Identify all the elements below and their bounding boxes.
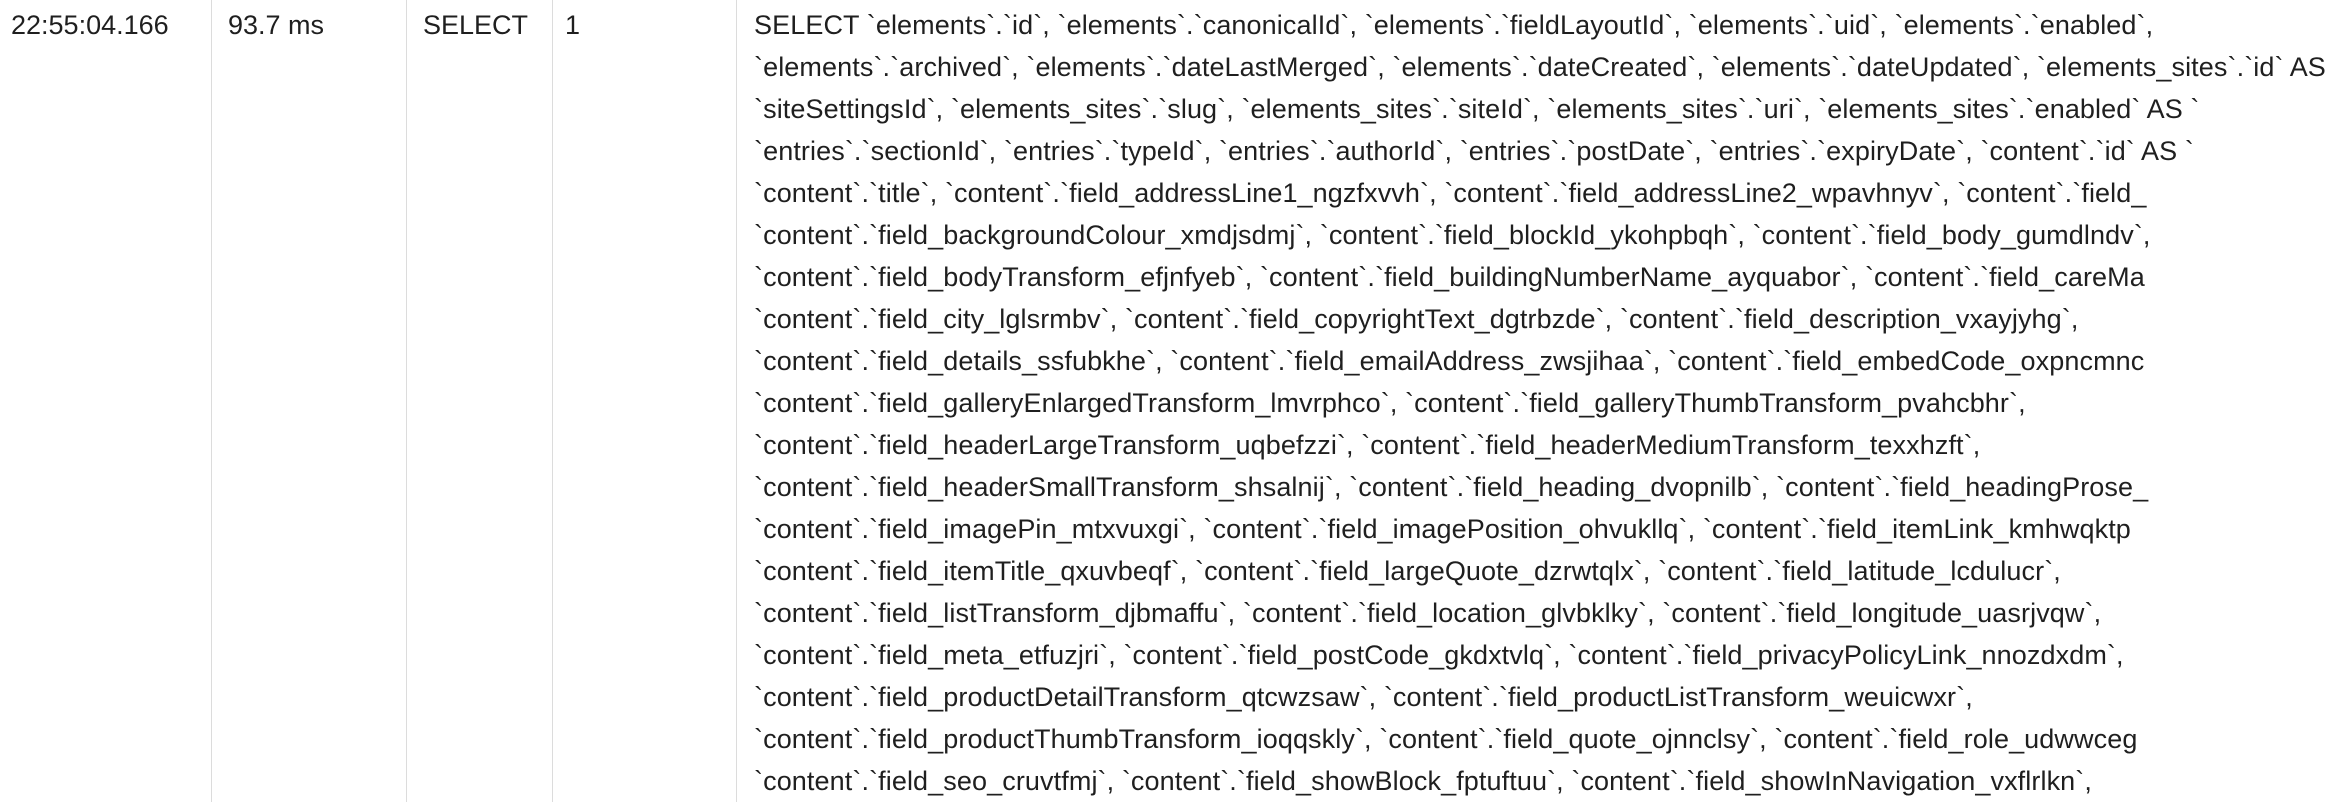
sql-line: `content`.`field_headerSmallTransform_sh… [754,472,2149,502]
sql-line: SELECT `elements`.`id`, `elements`.`cano… [754,10,2154,40]
query-time: 22:55:04.166 [0,0,212,802]
sql-line: `content`.`field_productDetailTransform_… [754,682,1973,712]
sql-line: `content`.`field_city_lglsrmbv`, `conten… [754,304,2079,334]
query-sql[interactable]: SELECT `elements`.`id`, `elements`.`cano… [737,0,2328,802]
sql-line: `content`.`field_meta_etfuzjri`, `conten… [754,640,2124,670]
sql-line: `content`.`field_headerLargeTransform_uq… [754,430,1981,460]
query-duration: 93.7 ms [212,0,407,802]
sql-line: `content`.`field_galleryEnlargedTransfor… [754,388,2026,418]
sql-line: `content`.`field_bodyTransform_efjnfyeb`… [754,262,2145,292]
sql-line: `content`.`field_backgroundColour_xmdjsd… [754,220,2151,250]
sql-line: `content`.`field_listTransform_djbmaffu`… [754,598,2102,628]
query-type: SELECT [407,0,553,802]
sql-line: `content`.`field_details_ssfubkhe`, `con… [754,346,2145,376]
sql-line: `entries`.`sectionId`, `entries`.`typeId… [754,136,2194,166]
sql-line: `elements`.`archived`, `elements`.`dateL… [754,52,2328,82]
query-row-count: 1 [553,0,737,802]
sql-line: `content`.`field_productThumbTransform_i… [754,724,2138,754]
sql-line: `siteSettingsId`, `elements_sites`.`slug… [754,94,2200,124]
sql-line: `content`.`field_seo_cruvtfmj`, `content… [754,766,2092,796]
sql-line: `content`.`title`, `content`.`field_addr… [754,178,2147,208]
sql-line: `content`.`field_itemTitle_qxuvbeqf`, `c… [754,556,2061,586]
sql-line: `content`.`field_imagePin_mtxvuxgi`, `co… [754,514,2131,544]
